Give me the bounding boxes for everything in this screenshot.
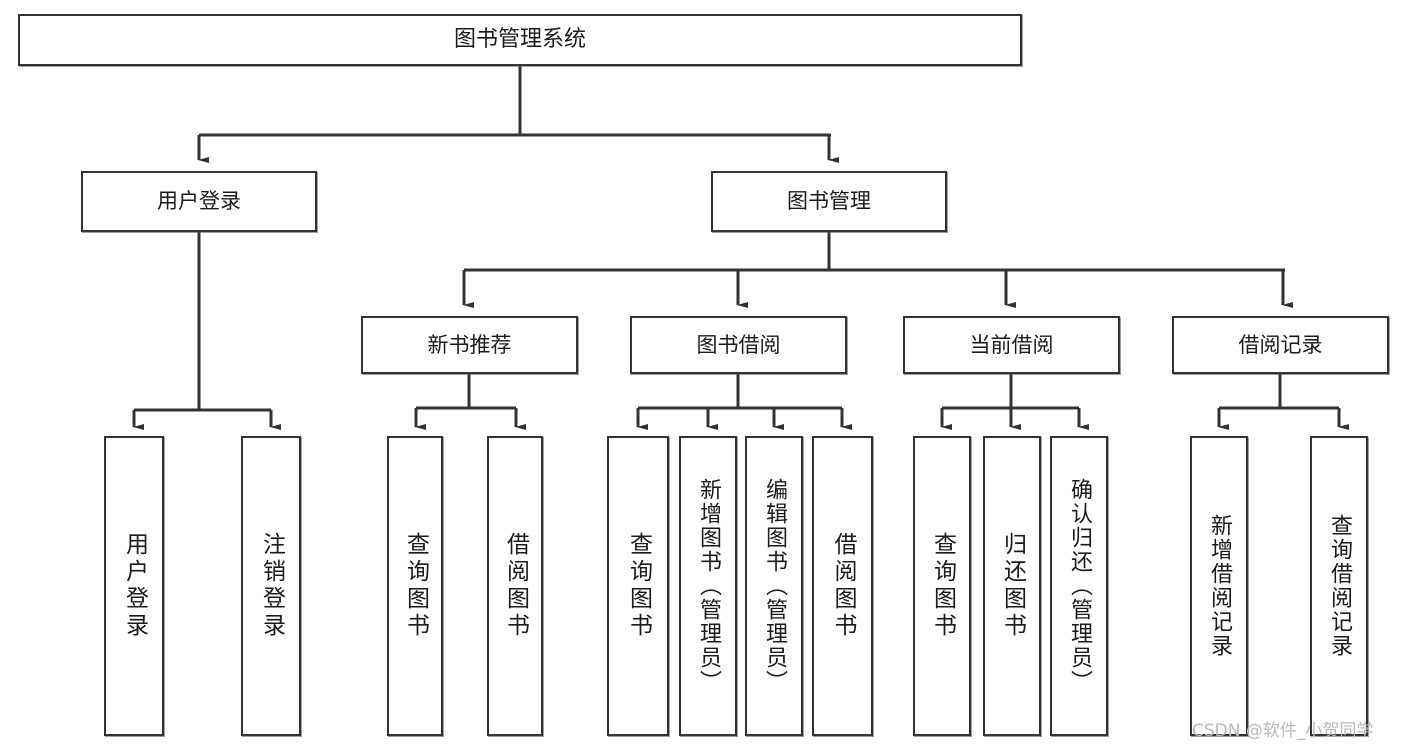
node-leaf-return-book[interactable]: 归还图书 (983, 436, 1041, 736)
node-leaf-query-record[interactable]: 查询借阅记录 (1310, 436, 1368, 736)
node-borrow-record-label: 借阅记录 (1238, 332, 1323, 357)
node-leaf-user-logout-label: 注销登录 (258, 532, 285, 640)
node-book-borrow-label: 图书借阅 (696, 332, 781, 357)
node-leaf-query-record-label: 查询借阅记录 (1327, 514, 1352, 658)
node-leaf-add-record-label: 新增借阅记录 (1207, 514, 1232, 658)
node-leaf-query-book-2-label: 查询图书 (625, 532, 652, 640)
node-leaf-add-book[interactable]: 新增图书（管理员） (679, 436, 737, 736)
node-book-manage-label: 图书管理 (787, 189, 871, 214)
node-root[interactable]: 图书管理系统 (18, 14, 1022, 66)
node-leaf-query-book-1-label: 查询图书 (402, 532, 429, 640)
node-book-borrow[interactable]: 图书借阅 (630, 316, 847, 374)
node-leaf-confirm-return-label: 确认归还（管理员） (1067, 478, 1092, 694)
node-leaf-borrow-book-1[interactable]: 借阅图书 (487, 436, 543, 736)
node-leaf-add-book-label: 新增图书（管理员） (696, 478, 721, 694)
node-leaf-edit-book-label: 编辑图书（管理员） (762, 478, 787, 694)
node-current-borrow[interactable]: 当前借阅 (903, 316, 1120, 374)
node-leaf-borrow-book-1-label: 借阅图书 (502, 532, 529, 640)
node-leaf-query-book-3-label: 查询图书 (929, 532, 956, 640)
node-user-login-label: 用户登录 (157, 189, 241, 214)
node-root-label: 图书管理系统 (453, 27, 586, 53)
node-leaf-query-book-1[interactable]: 查询图书 (387, 436, 443, 736)
node-new-book-recommend[interactable]: 新书推荐 (361, 316, 578, 374)
node-leaf-edit-book[interactable]: 编辑图书（管理员） (745, 436, 803, 736)
node-leaf-borrow-book-2-label: 借阅图书 (830, 532, 856, 640)
node-user-login[interactable]: 用户登录 (81, 171, 317, 232)
node-leaf-user-login[interactable]: 用户登录 (104, 436, 164, 736)
node-leaf-return-book-label: 归还图书 (999, 532, 1026, 640)
node-leaf-confirm-return[interactable]: 确认归还（管理员） (1050, 436, 1108, 736)
node-leaf-query-book-2[interactable]: 查询图书 (607, 436, 669, 736)
node-new-book-recommend-label: 新书推荐 (427, 332, 512, 357)
node-leaf-user-login-label: 用户登录 (121, 532, 148, 640)
node-leaf-add-record[interactable]: 新增借阅记录 (1190, 436, 1248, 736)
node-borrow-record[interactable]: 借阅记录 (1172, 316, 1389, 374)
node-book-manage[interactable]: 图书管理 (711, 171, 947, 232)
csdn-watermark: CSDN @软件_小贺同学 (1192, 721, 1374, 741)
node-current-borrow-label: 当前借阅 (969, 332, 1054, 357)
node-leaf-user-logout[interactable]: 注销登录 (241, 436, 301, 736)
node-leaf-borrow-book-2[interactable]: 借阅图书 (812, 436, 873, 736)
node-leaf-query-book-3[interactable]: 查询图书 (913, 436, 971, 736)
